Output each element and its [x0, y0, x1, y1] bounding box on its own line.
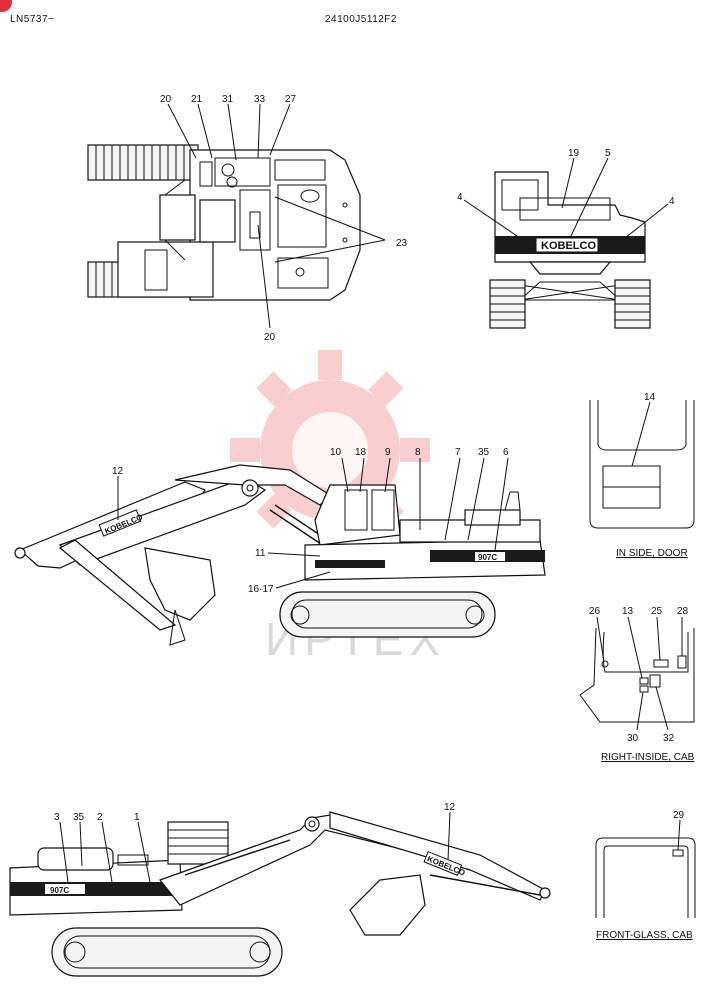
callout-12-side: 12: [112, 466, 124, 477]
callout-9: 9: [385, 447, 391, 458]
callout-1: 1: [134, 812, 140, 823]
corner-badge: [0, 0, 12, 12]
lower-view-drawing: 907C KOBELCO: [9, 811, 551, 977]
callout-32: 32: [663, 733, 675, 744]
callout-29: 29: [673, 810, 685, 821]
callout-8: 8: [415, 447, 421, 458]
callout-3: 3: [54, 812, 60, 823]
caption-right-inside-cab: RIGHT-INSIDE, CAB: [601, 752, 695, 763]
callout-31: 31: [222, 94, 234, 105]
lower-model-text: 907C: [50, 886, 69, 895]
front-glass-drawing: [595, 819, 696, 918]
top-view-leaders: [167, 103, 386, 329]
side-view-drawing: KOBELCO 907C: [14, 464, 546, 646]
right-inside-cab-drawing: [579, 616, 695, 731]
callout-4-left: 4: [457, 192, 463, 203]
callout-10: 10: [330, 447, 342, 458]
callout-35-side: 35: [478, 447, 490, 458]
rear-brand-text: KOBELCO: [541, 240, 596, 252]
callout-16-17: 16·17: [248, 584, 274, 595]
callout-6: 6: [503, 447, 509, 458]
lower-view-leaders: [59, 811, 451, 883]
callout-7: 7: [455, 447, 461, 458]
serial-range-label: LN5737~: [10, 14, 55, 25]
callout-11: 11: [255, 548, 266, 559]
callout-12-lower: 12: [444, 802, 456, 813]
callout-14: 14: [644, 392, 656, 403]
callout-35-lower: 35: [73, 812, 85, 823]
callout-21: 21: [191, 94, 203, 105]
part-number-label: 24100J5112F2: [325, 14, 397, 25]
callout-4-right: 4: [669, 196, 675, 207]
side-view-leaders: [117, 457, 509, 589]
callout-20-top: 20: [160, 94, 172, 105]
callout-28: 28: [677, 606, 689, 617]
callout-5: 5: [605, 148, 611, 159]
callout-20-bottom: 20: [264, 332, 276, 343]
side-model-text: 907C: [478, 553, 497, 562]
callout-33: 33: [254, 94, 266, 105]
callout-23: 23: [396, 238, 408, 249]
rear-view-leaders: [463, 157, 669, 239]
callout-25: 25: [651, 606, 663, 617]
callout-18: 18: [355, 447, 367, 458]
caption-front-glass-cab: FRONT-GLASS, CAB: [596, 930, 693, 941]
callout-27: 27: [285, 94, 297, 105]
caption-inside-door: IN SIDE, DOOR: [616, 548, 688, 559]
callout-2: 2: [97, 812, 103, 823]
callout-26: 26: [589, 606, 601, 617]
callout-19: 19: [568, 148, 580, 159]
rear-view-drawing: KOBELCO: [489, 171, 651, 329]
callout-30: 30: [627, 733, 639, 744]
top-view-drawing: [87, 144, 361, 301]
inside-door-drawing: [589, 400, 695, 529]
callout-13: 13: [622, 606, 634, 617]
